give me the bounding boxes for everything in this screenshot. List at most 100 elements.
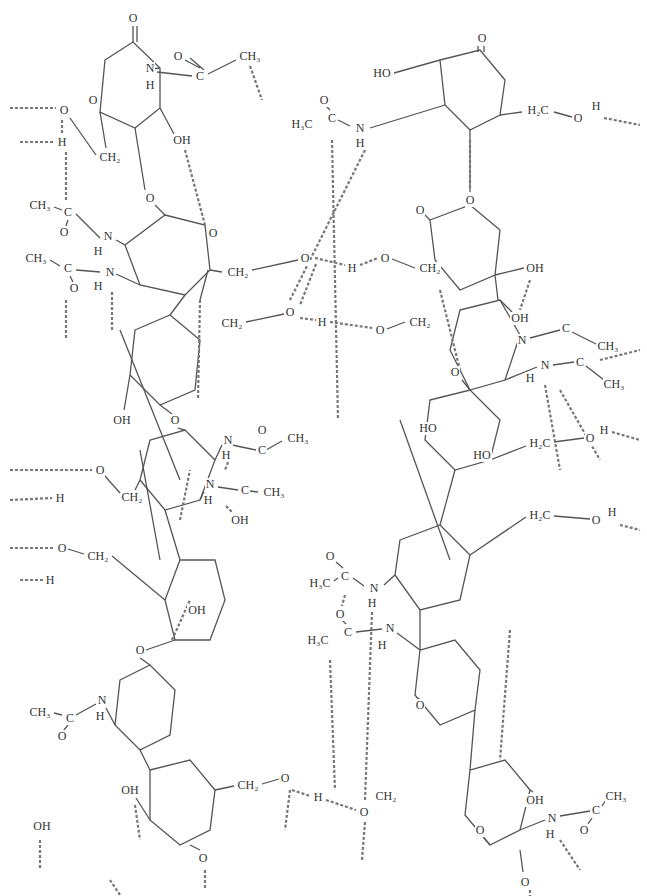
atom-label: H	[525, 372, 536, 385]
atom-label: H	[607, 506, 618, 519]
atom-label: C	[343, 626, 353, 639]
atom-label: CH₂	[121, 491, 144, 504]
atom-label: CH₂	[419, 262, 442, 275]
atom-label: HO	[418, 422, 437, 435]
atom-label: N	[145, 62, 156, 75]
atom-label: O	[520, 876, 531, 889]
atom-label: O	[208, 227, 219, 240]
atom-label: O	[95, 464, 106, 477]
atom-label: OH	[525, 794, 544, 807]
atom-label: CH₃	[597, 340, 620, 353]
atom-label: H₃C	[309, 577, 332, 590]
atom-label: H₂C	[529, 437, 552, 450]
atom-label: CH₃	[239, 50, 262, 63]
atom-label: H	[221, 449, 232, 462]
atom-label: CH₃	[287, 432, 310, 445]
atom-label: O	[585, 432, 596, 445]
atom-label: O	[415, 699, 426, 712]
atom-label: CH₂	[375, 790, 398, 803]
atom-label: O	[380, 252, 391, 265]
atom-label: C	[240, 484, 250, 497]
atom-label: H	[591, 100, 602, 113]
atom-label: C	[340, 570, 350, 583]
atom-label: O	[173, 50, 184, 63]
atom-label: CH₂	[99, 151, 122, 164]
atom-label: C	[195, 70, 205, 83]
atom-label: OH	[525, 262, 544, 275]
atom-label: O	[57, 730, 68, 743]
atom-label: H	[355, 137, 366, 150]
atom-label: HO	[472, 449, 491, 462]
atom-label: N	[517, 334, 528, 347]
atom-label: O	[285, 306, 296, 319]
atom-label: O	[88, 94, 99, 107]
atom-label: C	[257, 444, 267, 457]
hydrogen-bonds	[10, 66, 640, 896]
atom-label: O	[198, 852, 209, 865]
atom-label: H₂C	[529, 509, 552, 522]
atom-label: OH	[510, 312, 529, 325]
atom-label: CH₃	[29, 199, 52, 212]
atom-label: H	[55, 492, 66, 505]
atom-label: C	[65, 712, 75, 725]
atom-label: H	[367, 597, 378, 610]
atom-label: C	[591, 804, 601, 817]
atom-label: C	[327, 112, 337, 125]
atom-label: H₂C	[527, 104, 550, 117]
atom-label: C	[63, 206, 73, 219]
atom-label: H	[57, 136, 68, 149]
atom-label: CH₃	[603, 378, 626, 391]
atom-label: O	[128, 12, 139, 25]
atom-label: CH₂	[221, 317, 244, 330]
ring-bonds	[100, 42, 530, 845]
atom-label: CH₃	[263, 486, 286, 499]
atom-label: N	[103, 230, 114, 243]
atom-label: O	[359, 806, 370, 819]
atom-label: O	[69, 282, 80, 295]
atom-label: HO	[372, 67, 391, 80]
atom-label: OH	[230, 514, 249, 527]
atom-label: H	[545, 828, 556, 841]
atom-label: OH	[112, 414, 131, 427]
side-bonds	[50, 26, 606, 872]
atom-label: C	[561, 322, 571, 335]
atom-label: O	[375, 324, 386, 337]
atom-label: O	[335, 608, 346, 621]
atom-label: O	[415, 204, 426, 217]
atom-label: H₃C	[291, 118, 314, 131]
atom-label: H	[347, 262, 358, 275]
atom-label: OH	[187, 604, 206, 617]
atom-label: C	[63, 262, 73, 275]
atom-label: CH₂	[227, 266, 250, 279]
atom-label: CH₃	[605, 790, 628, 803]
atom-label: N	[97, 694, 108, 707]
atom-label: OH	[172, 134, 191, 147]
atom-label: H	[95, 710, 106, 723]
atom-label: O	[579, 824, 590, 837]
atom-label: O	[135, 644, 146, 657]
atom-label: N	[547, 812, 558, 825]
atom-label: O	[450, 366, 461, 379]
atom-label: N	[369, 582, 380, 595]
atom-label: N	[205, 478, 216, 491]
atom-label: CH₃	[25, 252, 48, 265]
atom-label: N	[105, 266, 116, 279]
atom-label: OH	[120, 784, 139, 797]
atom-label: H	[377, 639, 388, 652]
atom-label: O	[59, 226, 70, 239]
atom-label: O	[57, 542, 68, 555]
atom-label: O	[300, 252, 311, 265]
atom-label: CH₃	[29, 706, 52, 719]
atom-label: H	[203, 494, 214, 507]
atom-label: N	[540, 359, 551, 372]
atom-label: N	[385, 622, 396, 635]
atom-label: C	[575, 356, 585, 369]
atom-label: H	[599, 424, 610, 437]
atom-label: CH₂	[237, 779, 260, 792]
atom-label: CH₂	[87, 550, 110, 563]
atom-label: N	[223, 434, 234, 447]
atom-label: H	[93, 280, 104, 293]
atom-label: OH	[32, 820, 51, 833]
atom-label: O	[477, 32, 488, 45]
